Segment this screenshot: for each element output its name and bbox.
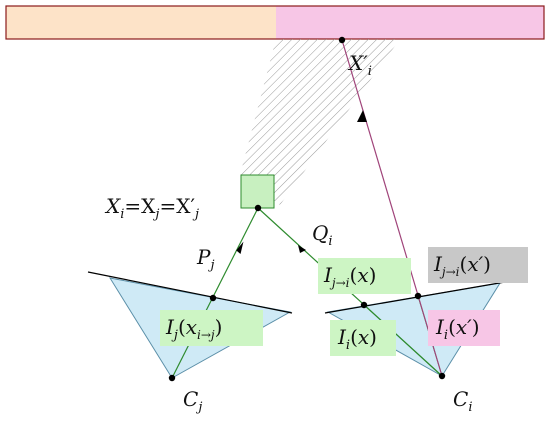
image-strip-left xyxy=(6,6,276,39)
image-plane-j xyxy=(87,271,293,314)
arrow-Qi xyxy=(298,245,306,253)
image-strip-right xyxy=(276,6,544,39)
label-Ij-xij: Ij(xi→j) xyxy=(165,315,222,343)
label-Pj: Pj xyxy=(196,245,215,273)
point-Xi-prime xyxy=(338,36,346,44)
label-bg-Ij-to-i-x xyxy=(318,258,411,294)
hatched-cone xyxy=(240,39,400,205)
label-Ij-to-i-xprime: Ij→i(x′) xyxy=(433,252,491,279)
point-Ci xyxy=(438,372,446,380)
label-X-equality: Xi=Xj=X′j xyxy=(104,194,199,222)
label-Qi: Qi xyxy=(312,221,333,249)
point-Cj xyxy=(168,374,176,382)
image-strip-border xyxy=(5,5,545,40)
arrow-purple xyxy=(357,110,367,122)
label-Ii-xprime: Ii(x′) xyxy=(435,315,480,343)
point-Ii-xprime xyxy=(414,292,422,300)
ray-Ci-to-Iix xyxy=(363,304,443,377)
label-Ci: Ci xyxy=(453,387,472,415)
point-Ii-x xyxy=(360,301,368,309)
image-plane-i xyxy=(324,281,506,314)
arrow-Pj xyxy=(236,241,244,254)
ray-Ci-to-Xi-prime xyxy=(341,39,443,377)
label-Ij-to-i-x: Ij→i(x) xyxy=(323,263,376,290)
ray-Cj-to-X xyxy=(171,207,259,379)
label-Xi-prime: X′i xyxy=(347,51,372,79)
label-Ii-x: Ii(x) xyxy=(337,325,377,353)
label-bg-Ii-x xyxy=(330,320,396,356)
label-bg-Ij-xij xyxy=(160,310,263,346)
point-Ij-proj xyxy=(209,294,217,302)
label-Cj: Cj xyxy=(183,387,202,415)
label-bg-Ij-to-i-xprime xyxy=(428,247,528,283)
label-bg-Ii-xprime xyxy=(428,310,500,346)
point-X xyxy=(254,204,262,212)
3d-point-box xyxy=(240,174,275,209)
